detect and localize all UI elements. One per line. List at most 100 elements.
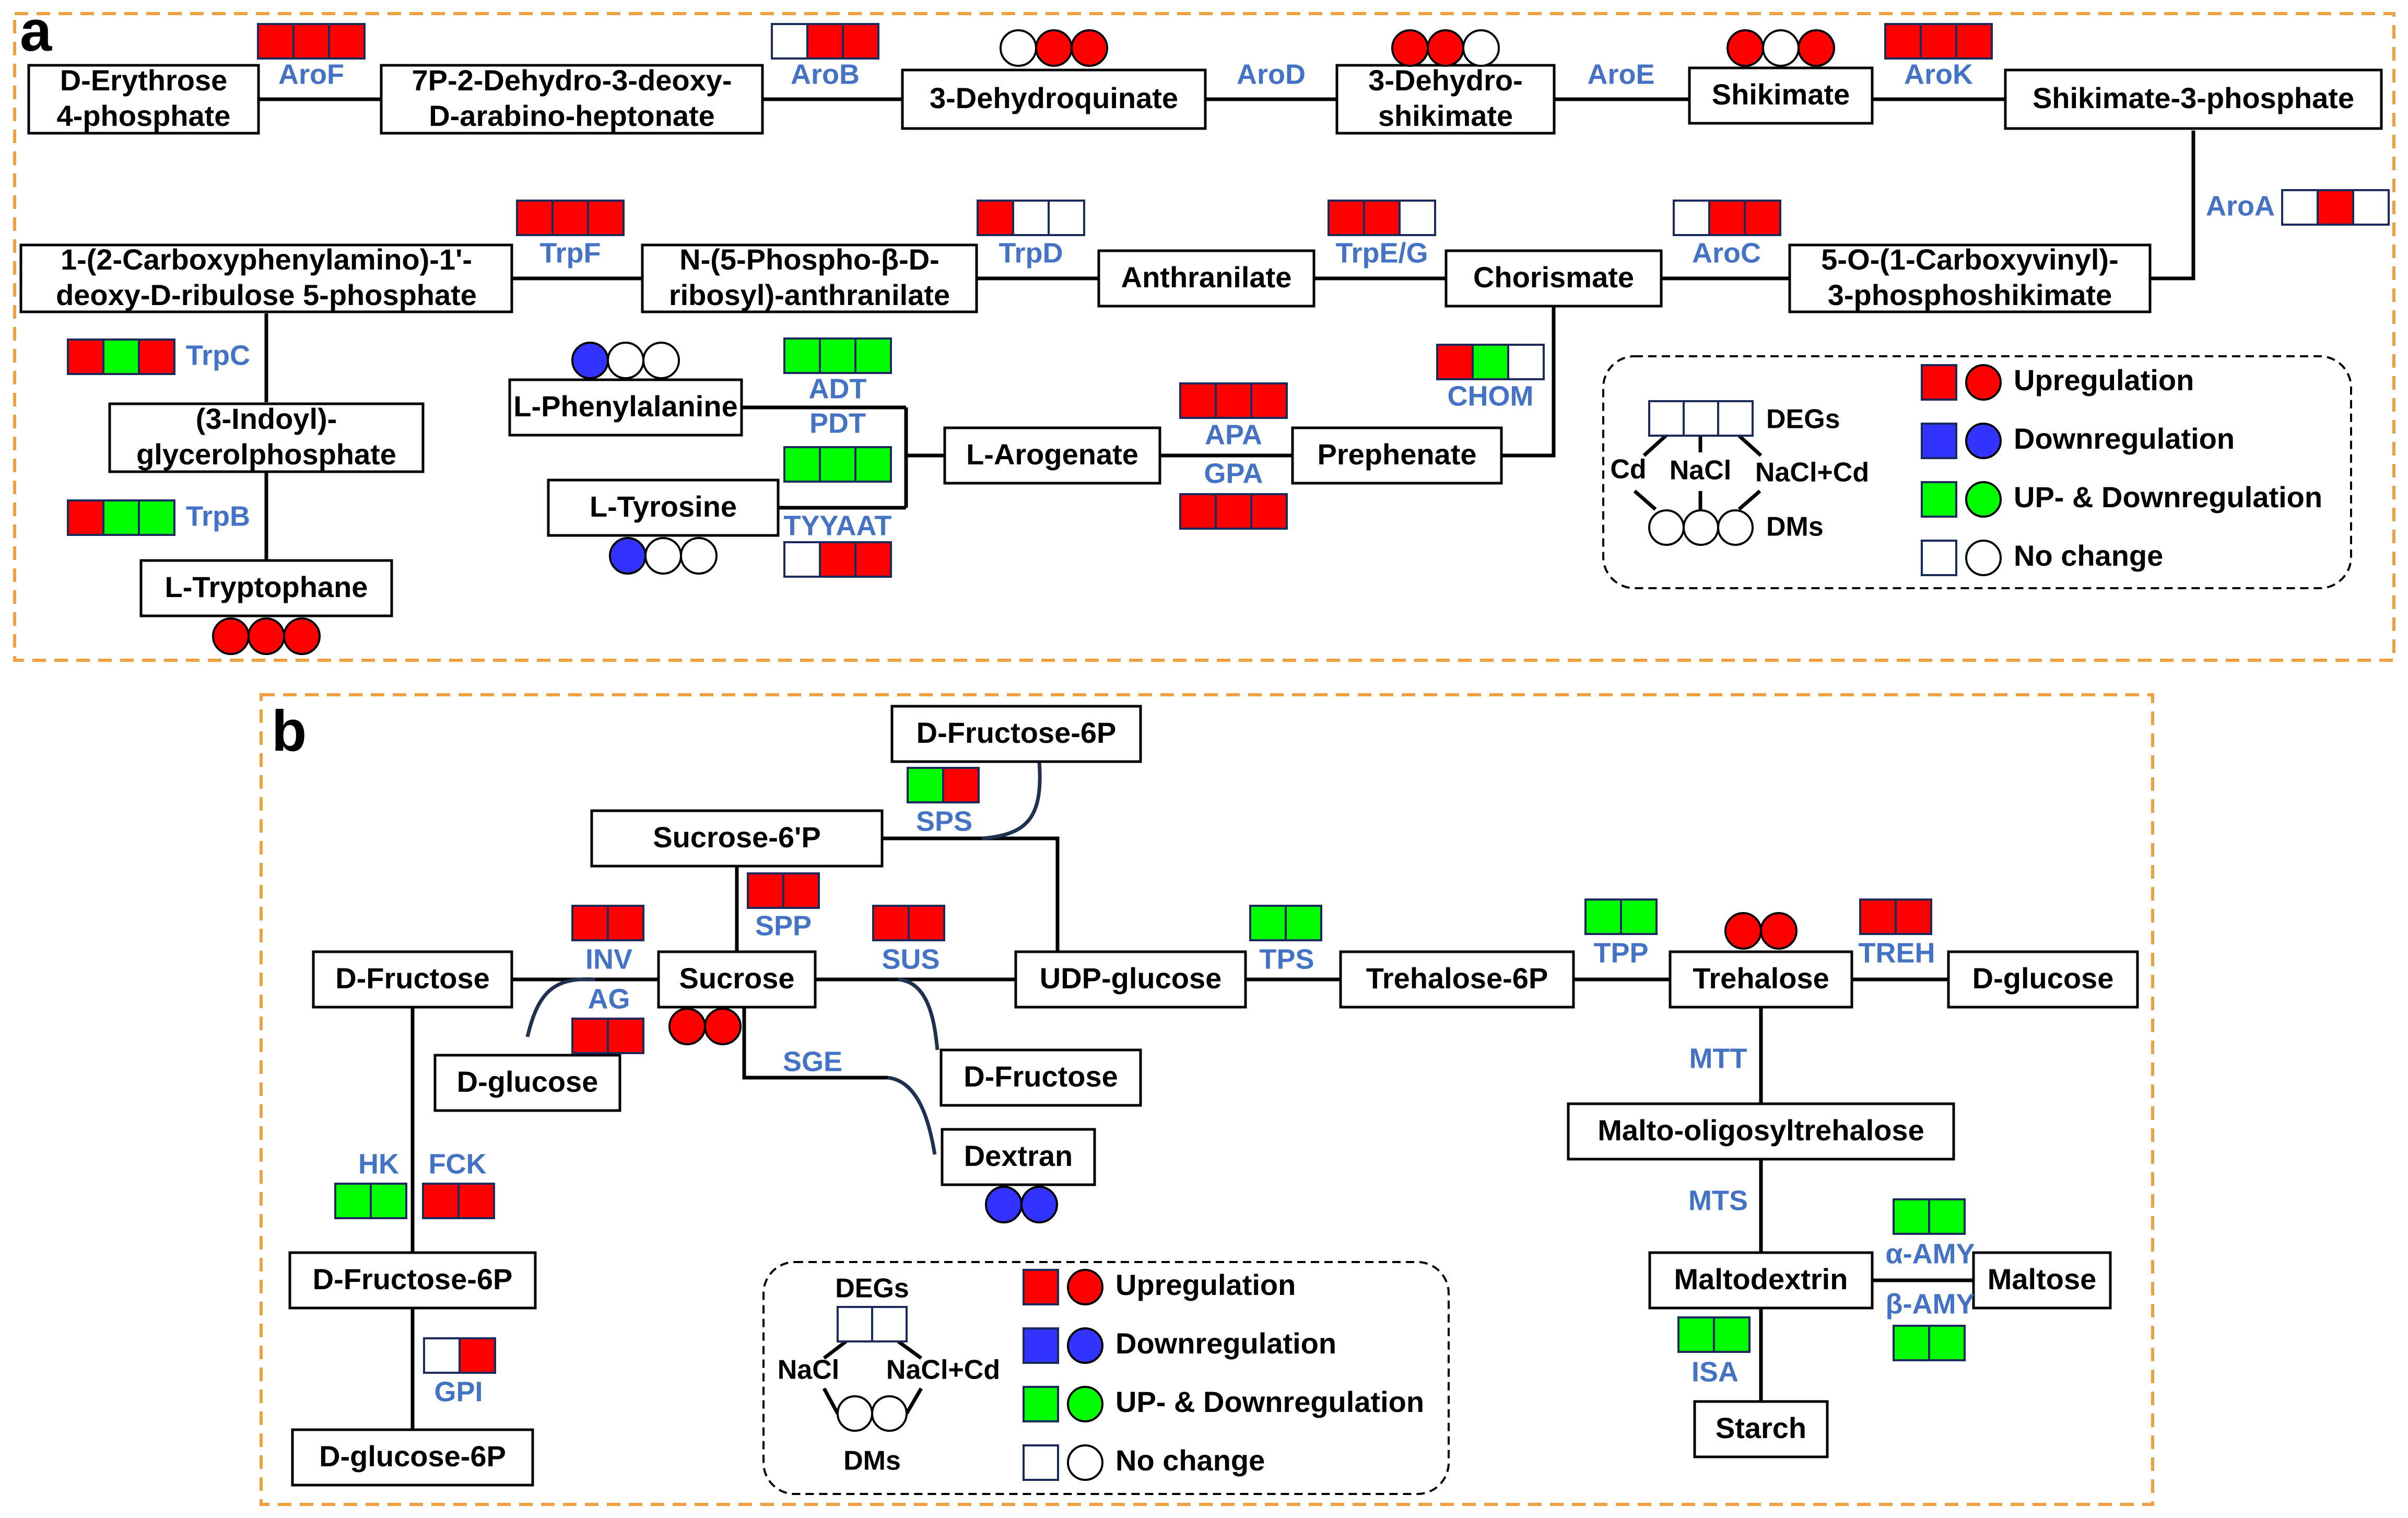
node-label-arog: L-Arogenate	[966, 438, 1138, 471]
panel_b-legend-nacl: NaCl	[778, 1355, 839, 1385]
panel_b-legend-key-circle-none	[1067, 1444, 1103, 1481]
node-label-dhs: shikimate	[1378, 99, 1513, 132]
gene-ADT-box	[783, 337, 821, 374]
gene-AroC-box	[1708, 200, 1746, 236]
node-label-trehalose: Trehalose	[1693, 962, 1829, 995]
node-label-epsp: 5-O-(1-Carboxyvinyl)-	[1821, 243, 2118, 276]
enzyme-AroK: AroK	[1904, 59, 1973, 90]
metabolite-tyr-circle	[644, 537, 682, 575]
node-maltodextrin	[1648, 1251, 1874, 1310]
arrow-sucrose-sge	[742, 1008, 888, 1080]
panel_a-legend-key-circle-up	[1965, 364, 2002, 401]
node-label-dahp: D-arabino-heptonate	[429, 99, 715, 132]
enzyme-SPP: SPP	[755, 910, 812, 941]
gene-AroB-box	[771, 23, 808, 60]
gene-CHOM-box	[1507, 344, 1545, 380]
node-f6p	[288, 1251, 537, 1310]
panel_b-legend-dms-circle	[871, 1395, 908, 1432]
gene-TYYAAT-box	[854, 541, 892, 578]
panel_a-legend-key-circle-down	[1965, 423, 2002, 459]
gene-AroA-box	[2317, 189, 2354, 226]
node-label-igp: (3-Indoyl)-	[196, 402, 337, 435]
gene-GPA-box	[1250, 493, 1288, 530]
enzyme-MTS: MTS	[1688, 1185, 1748, 1216]
gene-PDT-box	[854, 446, 892, 483]
panel_b-legend-key-label-none: No change	[1115, 1444, 1265, 1477]
gene-INV-box	[571, 905, 609, 941]
node-label-dglc: D-glucose	[457, 1065, 598, 1098]
panel_b-legend-key-box-down	[1023, 1327, 1059, 1364]
metabolite-shik-circle	[1726, 29, 1764, 67]
node-label-shik: Shikimate	[1712, 78, 1850, 111]
gene-ISA-box	[1713, 1316, 1751, 1353]
gene-HK-box	[334, 1183, 372, 1219]
enzyme-TYYAAT: TYYAAT	[783, 510, 891, 541]
node-starch	[1693, 1400, 1829, 1458]
node-label-igp: glycerolphosphate	[136, 438, 396, 471]
node-label-g6p: D-glucose-6P	[319, 1440, 506, 1473]
gene-AroF-box	[292, 23, 330, 60]
panel_b-legend-key-label-updown: UP- & Downregulation	[1115, 1385, 1424, 1418]
gene-ADT-box	[819, 337, 856, 374]
metabolite-tyr-circle	[680, 537, 718, 575]
gene-bAMY-box	[1893, 1325, 1930, 1361]
gene-TrpB-box	[138, 499, 175, 536]
panel_a-legend-key-circle-updown	[1965, 481, 2002, 518]
node-label-dhs: 3-Dehydro-	[1368, 64, 1523, 97]
gene-TREH-box	[1895, 898, 1932, 935]
gene-FCK-box	[422, 1183, 460, 1219]
node-phe	[508, 378, 743, 437]
panel_b-legend-key-label-down: Downregulation	[1115, 1327, 1336, 1360]
panel_b-legend-arrow	[823, 1340, 848, 1360]
panel-b-label: b	[272, 699, 307, 763]
node-dextran	[941, 1128, 1096, 1186]
gene-HK-box	[370, 1183, 407, 1219]
enzyme-TrpEG: TrpE/G	[1335, 237, 1428, 268]
gene-TrpEG-box	[1399, 200, 1436, 236]
node-label-maltose: Maltose	[1988, 1263, 2097, 1295]
enzyme-TrpC: TrpC	[186, 340, 250, 371]
node-pra	[641, 243, 978, 313]
metabolite-phe-circle	[642, 342, 680, 379]
enzyme-TrpD: TrpD	[999, 237, 1063, 268]
gene-TYYAAT-box	[819, 541, 856, 578]
node-label-cdrp: 1-(2-Carboxyphenylamino)-1'-	[61, 243, 472, 276]
metabolite-dextran-circle	[985, 1186, 1023, 1223]
node-s3p	[2004, 68, 2383, 130]
enzyme-TrpF: TrpF	[540, 237, 601, 268]
node-tyr	[547, 478, 780, 537]
gene-AroF-box	[257, 23, 295, 60]
node-label-trp: L-Tryptophane	[165, 570, 368, 603]
metabolite-dhq-circle	[1071, 29, 1108, 67]
panel_b-legend-key-circle-up	[1067, 1269, 1103, 1305]
metabolite-trehalose-circle	[1724, 912, 1762, 950]
panel_a-legend-key-label-up: Upregulation	[2014, 364, 2194, 396]
metabolite-dhq-circle	[1000, 29, 1037, 67]
gene-AroK-box	[1884, 23, 1922, 60]
enzyme-TPP: TPP	[1593, 937, 1648, 968]
panel_a-legend-key-label-down: Downregulation	[2014, 422, 2235, 455]
panel_a-legend-dms-circle	[1683, 509, 1719, 546]
gene-TrpB-box	[67, 499, 104, 536]
enzyme-MTT: MTT	[1689, 1043, 1747, 1074]
node-maltose	[1972, 1251, 2112, 1310]
metabolite-phe-circle	[571, 342, 609, 379]
gene-AroB-box	[806, 23, 844, 60]
gene-SUS-box	[872, 905, 910, 941]
node-dhq	[901, 68, 1207, 130]
gene-TrpD-box	[1048, 200, 1085, 236]
metabolite-trehalose-circle	[1760, 912, 1798, 950]
gene-AroC-box	[1744, 200, 1781, 236]
node-label-pra: N-(5-Phospho-β-D-	[679, 243, 939, 276]
node-g6p	[291, 1428, 534, 1487]
enzyme-ISA: ISA	[1692, 1356, 1739, 1387]
node-udpg	[1014, 950, 1247, 1009]
metabolite-dhs-circle	[1427, 29, 1464, 67]
gene-TREH-box	[1859, 898, 1897, 935]
gene-TrpD-box	[1012, 200, 1050, 236]
enzyme-CHOM: CHOM	[1448, 380, 1534, 412]
arrow-sucrose-fru2	[898, 977, 939, 1050]
gene-TrpC-box	[102, 338, 140, 375]
arrow-epsp-s3p	[2150, 130, 2195, 281]
panel_a-legend-key-box-down	[1921, 423, 1957, 459]
